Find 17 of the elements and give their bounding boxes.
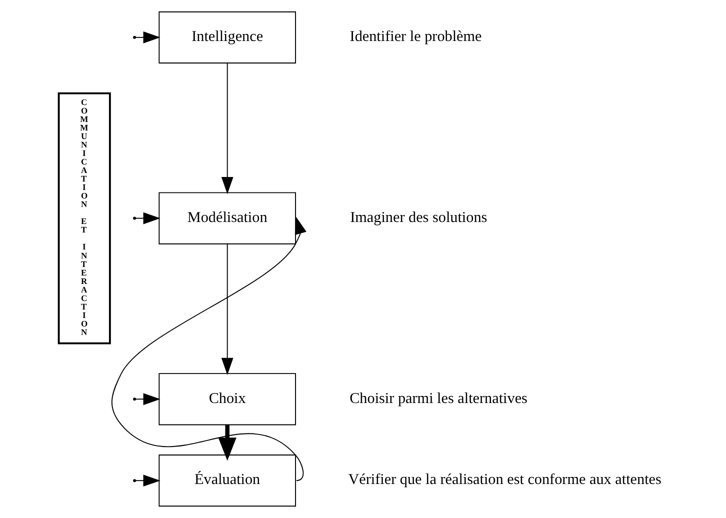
node-box: Intelligence xyxy=(158,11,296,64)
node-box: Choix xyxy=(158,373,296,426)
arrow xyxy=(218,424,236,461)
node-label: Identifier le problème xyxy=(350,28,482,46)
arrow xyxy=(221,244,234,375)
arrow xyxy=(112,216,306,482)
arrow xyxy=(135,474,160,487)
arrow xyxy=(135,212,160,224)
arrow xyxy=(221,62,234,194)
node-label: Vérifier que la réalisation est conforme aux attentes xyxy=(348,471,662,488)
arrow xyxy=(135,393,160,406)
node-box: Modélisation xyxy=(158,192,296,244)
node-box: COMMUNICATION ET INTERACTION xyxy=(58,92,111,344)
arrow xyxy=(135,31,160,44)
node-label: Choisir parmi les alternatives xyxy=(350,390,528,407)
node-box: Évaluation xyxy=(158,454,296,507)
node-label: Imaginer des solutions xyxy=(350,208,488,226)
